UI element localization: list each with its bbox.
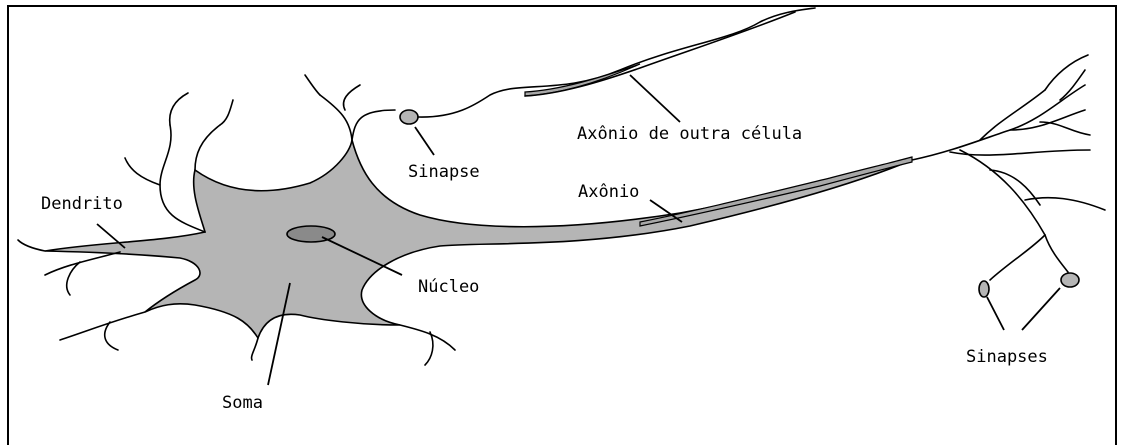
synapse-node bbox=[400, 110, 418, 124]
axon-terminals bbox=[912, 55, 1105, 280]
label-nucleo: Núcleo bbox=[418, 277, 479, 297]
label-sinapses: Sinapses bbox=[966, 347, 1048, 367]
label-axonio: Axônio bbox=[578, 182, 639, 202]
synapse-node-left bbox=[979, 281, 989, 297]
neuron-diagram: Dendrito Soma Núcleo Sinapse Axônio de o… bbox=[0, 0, 1125, 421]
other-cell-axon bbox=[418, 8, 815, 117]
axon-myelin bbox=[640, 157, 912, 226]
label-soma: Soma bbox=[222, 393, 263, 413]
label-sinapse: Sinapse bbox=[408, 162, 480, 182]
label-dendrito: Dendrito bbox=[41, 194, 123, 214]
synapse-node-right bbox=[1061, 273, 1079, 287]
label-axonio-outra-celula: Axônio de outra célula bbox=[577, 124, 802, 144]
